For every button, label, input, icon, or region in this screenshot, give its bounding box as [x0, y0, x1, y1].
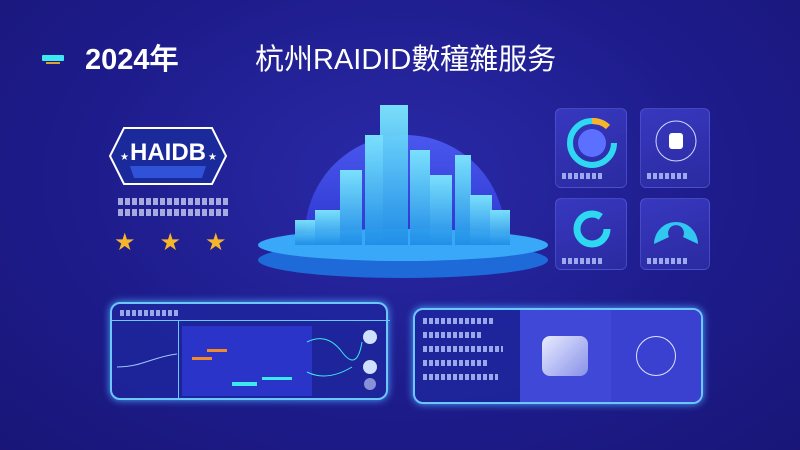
- services-list: [415, 310, 520, 402]
- services-panel[interactable]: [413, 308, 703, 404]
- globe-tile[interactable]: [610, 310, 701, 402]
- app-icon: [542, 336, 589, 376]
- logo-caption: [118, 198, 228, 220]
- app-tile[interactable]: [520, 310, 611, 402]
- star-icon: ★: [114, 228, 136, 256]
- line-chart-icon: [116, 326, 377, 396]
- analytics-dashboard-panel[interactable]: [110, 302, 390, 400]
- title-bar-icon: [42, 55, 64, 65]
- robot-card[interactable]: [640, 108, 710, 188]
- star-icon: ★: [159, 228, 182, 256]
- donut-chart-icon: [573, 210, 611, 248]
- ring-chart-card[interactable]: [555, 198, 627, 270]
- donut-chart-card[interactable]: [555, 108, 627, 188]
- city-skyline-icon: [258, 105, 548, 278]
- globe-icon: [635, 336, 676, 376]
- robot-icon: [655, 120, 697, 162]
- star-icon: ★: [205, 228, 227, 256]
- year-heading: 2024年: [85, 44, 179, 76]
- rating-stars: ★ ★ ★: [114, 228, 227, 256]
- svg-text:★: ★: [120, 152, 129, 163]
- logo-text: HAIDB: [130, 139, 206, 166]
- svg-text:★: ★: [208, 152, 217, 163]
- radar-chart-icon: [654, 222, 698, 244]
- logo-badge-icon: HAIDB ★ ★: [108, 127, 228, 185]
- page-title: 杭州RAIDID數穜雜服务: [255, 44, 557, 76]
- donut-chart-icon: [567, 118, 617, 168]
- radar-card[interactable]: [640, 198, 710, 270]
